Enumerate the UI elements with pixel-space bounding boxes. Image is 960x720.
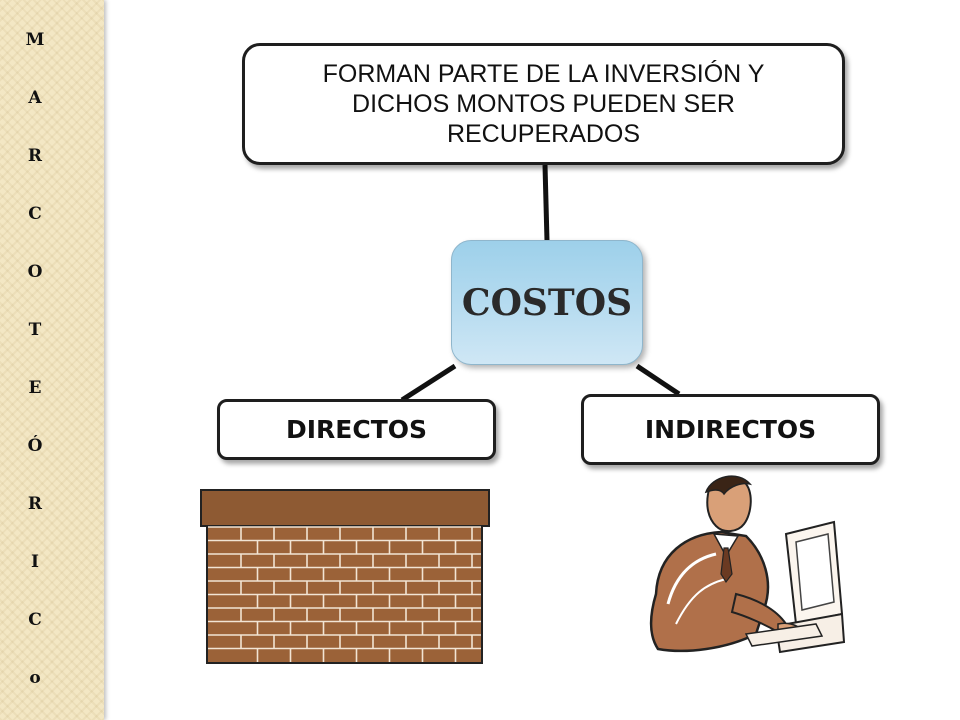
connector-right (637, 366, 679, 394)
center-node: COSTOS (451, 240, 643, 365)
connector-left (402, 366, 455, 400)
connector-top (545, 165, 547, 241)
left-node-text: DIRECTOS (286, 415, 427, 444)
right-node-text: INDIRECTOS (645, 415, 816, 444)
left-node: DIRECTOS (217, 399, 496, 460)
top-node-text: FORMAN PARTE DE LA INVERSIÓN Y DICHOS MO… (275, 59, 812, 149)
office-worker-at-computer-icon (646, 474, 846, 664)
top-node: FORMAN PARTE DE LA INVERSIÓN Y DICHOS MO… (242, 43, 845, 165)
right-node: INDIRECTOS (581, 394, 880, 465)
brick-wall-icon (200, 489, 490, 665)
center-node-text: COSTOS (462, 282, 632, 324)
